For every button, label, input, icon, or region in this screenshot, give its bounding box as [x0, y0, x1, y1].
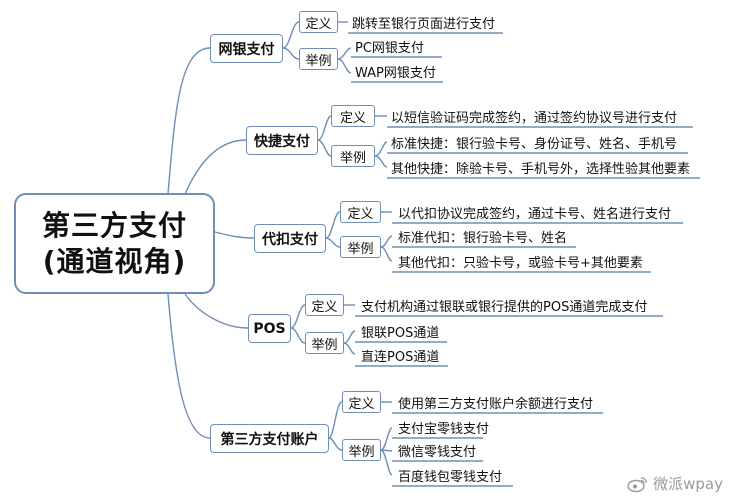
branch-label: 代扣支付 [262, 231, 318, 248]
branch-label: 第三方支付账户 [220, 431, 319, 448]
tag-example: 举例 [340, 236, 381, 258]
tag-example: 举例 [342, 439, 381, 461]
example-item: 标准代扣：银行验卡号、姓名 [398, 230, 568, 246]
branch-zhanghu: 第三方支付账户 [210, 424, 329, 453]
weibo-icon [627, 475, 649, 493]
tag-definition: 定义 [331, 105, 375, 127]
tag-definition: 定义 [342, 391, 381, 413]
root-title: 第三方支付 [41, 208, 187, 242]
example-item: 其他代扣：只验卡号，或验卡号+其他要素 [398, 255, 643, 271]
tag-definition: 定义 [305, 294, 344, 316]
branch-daikou: 代扣支付 [254, 224, 326, 253]
definition-text: 跳转至银行页面进行支付 [352, 16, 496, 32]
branch-label: 网银支付 [218, 41, 275, 58]
watermark-text: 微派wpay [653, 475, 723, 493]
tag-example: 举例 [305, 332, 344, 354]
branch-label: 快捷支付 [254, 133, 310, 150]
example-item: WAP网银支付 [355, 65, 436, 81]
tag-example: 举例 [331, 145, 375, 167]
definition-text: 以短信验证码完成签约，通过签约协议号进行支付 [391, 110, 678, 126]
tag-definition: 定义 [340, 201, 381, 223]
tag-definition: 定义 [299, 11, 338, 33]
example-item: 银联POS通道 [361, 325, 440, 341]
branch-pos: POS [248, 314, 291, 343]
example-item: 百度钱包零钱支付 [398, 469, 503, 485]
example-item: 微信零钱支付 [398, 444, 477, 460]
branch-label: POS [253, 320, 286, 337]
definition-text: 使用第三方支付账户余额进行支付 [398, 396, 594, 412]
example-item: 标准快捷：银行验卡号、身份证号、姓名、手机号 [391, 136, 678, 152]
example-item: 其他快捷：除验卡号、手机号外，选择性验其他要素 [391, 161, 691, 177]
example-item: 支付宝零钱支付 [398, 421, 490, 437]
branch-wangyin: 网银支付 [210, 34, 283, 63]
example-item: PC网银支付 [355, 40, 424, 56]
root-node: 第三方支付 (通道视角) [14, 193, 215, 294]
tag-example: 举例 [299, 48, 338, 70]
branch-kuaijie: 快捷支付 [246, 126, 318, 155]
root-subtitle: (通道视角) [42, 244, 187, 278]
watermark: 微派wpay [627, 473, 723, 494]
example-item: 直连POS通道 [361, 349, 440, 365]
definition-text: 支付机构通过银联或银行提供的POS通道完成支付 [361, 299, 648, 315]
definition-text: 以代扣协议完成签约，通过卡号、姓名进行支付 [398, 206, 672, 222]
